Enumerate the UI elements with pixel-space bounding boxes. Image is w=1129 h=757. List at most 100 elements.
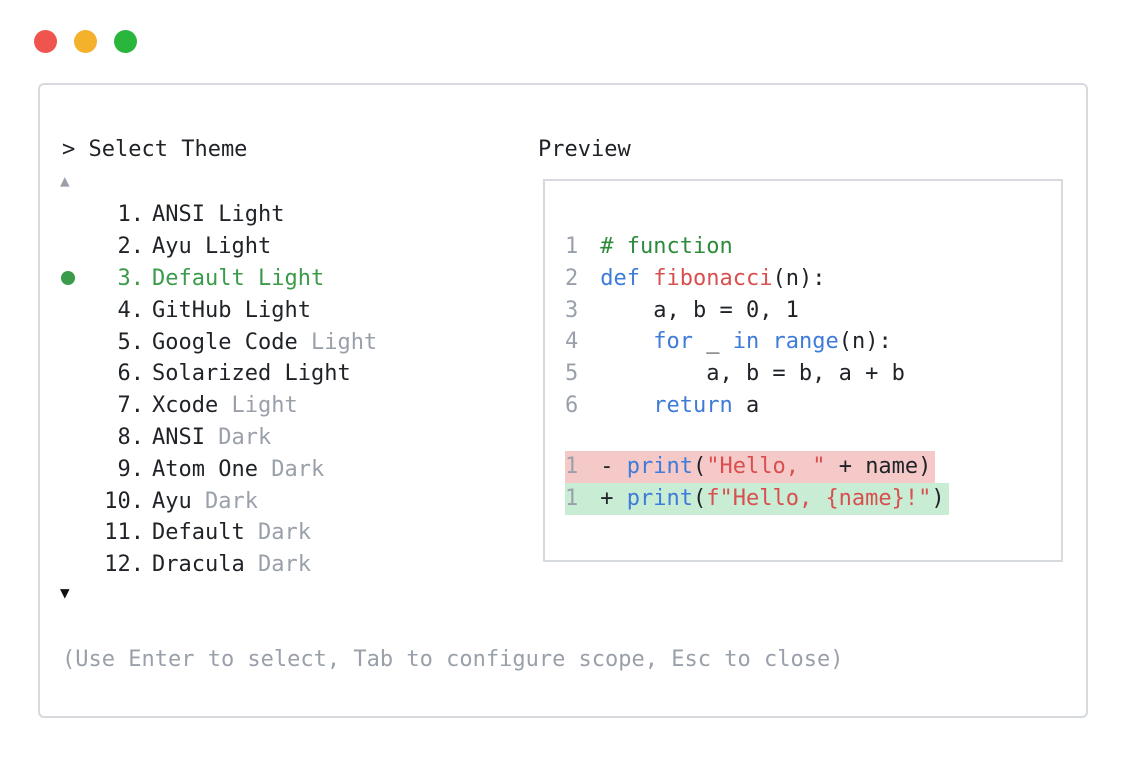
diff-removed-line: 1 - print("Hello, " + name): [565, 451, 936, 483]
code-token: ): [931, 486, 945, 511]
code-token: def: [600, 265, 654, 291]
theme-number: 10.: [104, 488, 144, 514]
selected-indicator-icon: [61, 271, 75, 286]
theme-variant: Light: [284, 361, 351, 387]
code-token: [759, 326, 772, 358]
theme-variant: Light: [257, 265, 325, 291]
line-number: 4: [565, 329, 579, 355]
diff-preview: 1 - print("Hello, " + name)1 + print(f"H…: [565, 451, 949, 515]
theme-item[interactable]: 1.ANSI Light: [40, 199, 377, 231]
keyboard-hint: (Use Enter to select, Tab to configure s…: [62, 647, 844, 672]
code-token: a, b = 0, 1: [600, 297, 799, 323]
code-token: (: [692, 454, 707, 479]
code-token: (: [692, 486, 707, 511]
theme-variant: Dark: [257, 552, 311, 578]
theme-item[interactable]: 9. Atom One Dark: [40, 453, 377, 485]
theme-item[interactable]: 7. Xcode Light: [40, 390, 377, 422]
code-token: [600, 326, 653, 358]
code-token: range: [772, 329, 839, 355]
window-controls: [34, 30, 137, 53]
code-token: print: [626, 486, 693, 511]
maximize-window-button[interactable]: [114, 30, 137, 53]
code-line: 2 def fibonacci(n):: [565, 263, 905, 295]
theme-number: 8.: [117, 424, 145, 450]
line-number: 1: [565, 486, 579, 511]
theme-variant: Dark: [218, 424, 272, 450]
code-token: f"Hello, {name}!": [706, 486, 932, 511]
code-token: _: [692, 329, 733, 355]
code-line: 5 a, b = b, a + b: [565, 358, 905, 390]
code-token: a: [732, 392, 760, 418]
theme-number: 5.: [117, 329, 145, 355]
line-number: 1: [565, 234, 579, 259]
theme-name: Xcode: [152, 393, 219, 419]
theme-variant: Dark: [205, 488, 258, 514]
theme-item[interactable]: 6. Solarized Light: [40, 358, 377, 390]
theme-item[interactable]: 4. GitHub Light: [40, 294, 377, 326]
theme-number: 7.: [117, 393, 145, 419]
code-line: 1 # function: [565, 231, 905, 263]
theme-name: GitHub: [152, 297, 232, 323]
theme-variant: Dark: [271, 456, 325, 482]
theme-number: 6.: [117, 361, 145, 387]
theme-variant: Light: [244, 297, 311, 323]
code-line: 6 return a: [565, 390, 905, 422]
select-theme-title: > Select Theme: [62, 137, 248, 162]
theme-number: 1.: [117, 202, 145, 228]
theme-name: Ayu: [152, 234, 192, 260]
diff-sign: -: [587, 454, 627, 479]
minimize-window-button[interactable]: [74, 30, 97, 53]
line-number: 6: [565, 392, 579, 418]
diff-added-line: 1 + print(f"Hello, {name}!"): [565, 483, 949, 515]
scroll-up-icon[interactable]: ▲: [60, 171, 70, 190]
theme-variant: Light: [205, 234, 272, 260]
theme-number: 2.: [117, 234, 145, 260]
scroll-down-icon[interactable]: ▼: [60, 583, 70, 602]
theme-number: 4.: [117, 297, 145, 323]
theme-variant: Light: [231, 393, 298, 419]
theme-name: Default: [152, 520, 245, 546]
line-number: 5: [565, 361, 579, 387]
theme-variant: Light: [310, 329, 378, 355]
code-token: for: [653, 329, 693, 355]
theme-item[interactable]: 12. Dracula Dark: [40, 549, 377, 581]
theme-item[interactable]: 3. Default Light: [40, 263, 377, 295]
theme-name: Atom One: [152, 456, 258, 482]
code-token: fibonacci: [653, 265, 773, 291]
theme-number: 9.: [117, 456, 145, 482]
theme-item[interactable]: 2. Ayu Light: [40, 231, 377, 263]
code-token: [600, 390, 653, 422]
theme-item[interactable]: 5.Google Code Light: [40, 326, 378, 358]
code-token: # function: [600, 234, 733, 259]
theme-number: 12.: [104, 552, 144, 578]
code-token: (n):: [772, 265, 826, 291]
theme-variant: Light: [218, 202, 285, 228]
theme-number: 3.: [117, 265, 145, 291]
theme-item[interactable]: 11. Default Dark: [40, 517, 377, 549]
code-token: (n):: [838, 329, 892, 355]
theme-name: Default: [152, 265, 245, 291]
code-line: 3 a, b = 0, 1: [565, 295, 905, 327]
code-token: "Hello, ": [706, 454, 826, 479]
line-number: 3: [565, 297, 579, 323]
preview-label: Preview: [538, 137, 631, 162]
code-token: return: [653, 392, 733, 418]
theme-variant: Dark: [257, 520, 311, 546]
theme-name: Dracula: [152, 552, 245, 578]
theme-name: ANSI: [152, 424, 205, 450]
code-token: print: [626, 454, 693, 479]
close-window-button[interactable]: [34, 30, 57, 53]
line-number: 1: [565, 454, 579, 479]
theme-number: 11.: [104, 520, 144, 546]
code-token: in: [732, 329, 760, 355]
code-token: + name): [825, 454, 932, 479]
line-number: 2: [565, 265, 579, 291]
theme-item[interactable]: 10. Ayu Dark: [40, 485, 377, 517]
code-line: 4 for _ in range(n):: [565, 326, 905, 358]
theme-item[interactable]: 8. ANSI Dark: [40, 422, 377, 454]
diff-sign: +: [587, 486, 627, 511]
theme-name: Solarized: [152, 361, 272, 387]
theme-name: Ayu: [152, 488, 192, 514]
